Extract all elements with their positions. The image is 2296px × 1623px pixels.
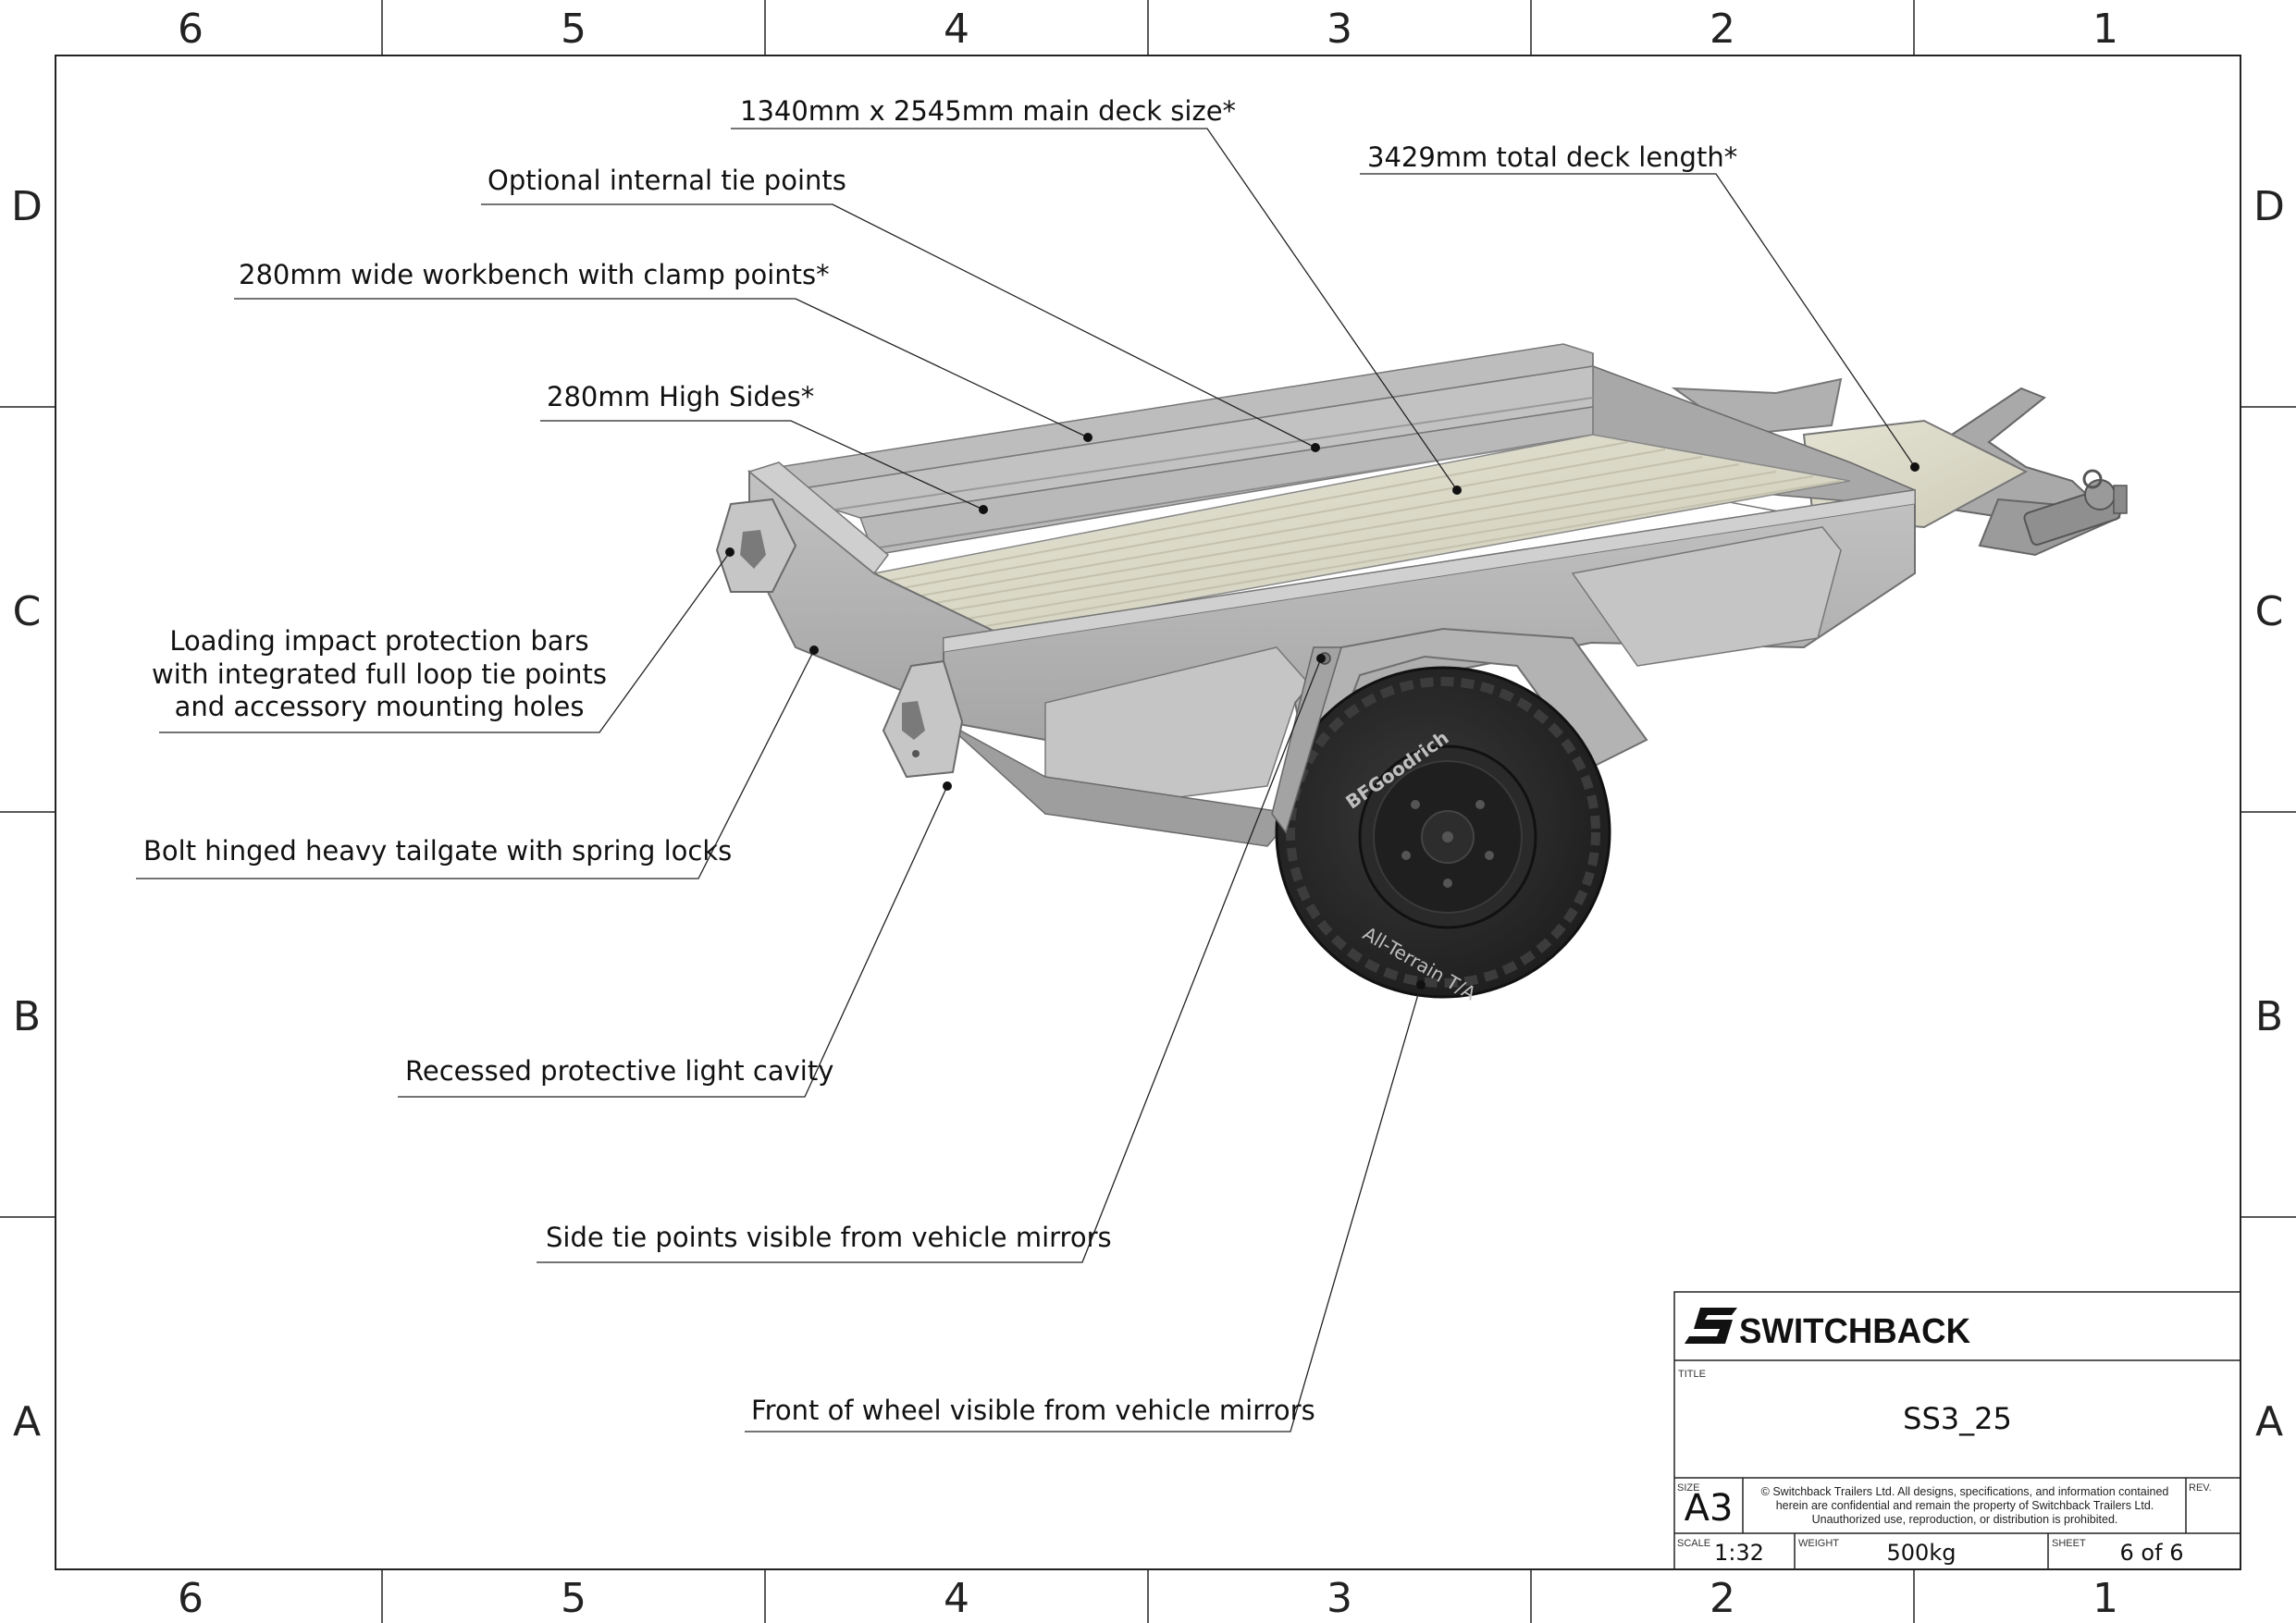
zone-col-3-bottom: 3 (1327, 1575, 1352, 1622)
callout-workbench: 280mm wide workbench with clamp points* (239, 259, 830, 290)
zone-col-4-bottom: 4 (944, 1575, 969, 1622)
callout-deck-size: 1340mm x 2545mm main deck size* (740, 95, 1236, 127)
callout-tailgate: Bolt hinged heavy tailgate with spring l… (143, 835, 732, 867)
zone-row-c-right: C (2255, 588, 2284, 635)
zone-row-d-right: D (2253, 183, 2285, 230)
zone-row-d: D (11, 183, 43, 230)
callout-impact-line-3: and accessory mounting holes (175, 691, 585, 722)
callout-side-tie: Side tie points visible from vehicle mir… (546, 1222, 1112, 1253)
callout-impact-bars: Loading impact protection bars with inte… (152, 625, 607, 722)
drawing-title: SS3_25 (1903, 1401, 2012, 1436)
callout-high-sides: 280mm High Sides* (547, 381, 814, 412)
zone-labels-top: 6 5 4 3 2 1 (178, 6, 2118, 53)
callout-leaders (136, 128, 1916, 1432)
callout-internal-tie: Optional internal tie points (488, 165, 846, 196)
zone-labels-right: D C B A (2253, 183, 2285, 1445)
hitch-coupling (2023, 469, 2128, 547)
zone-row-b: B (13, 993, 41, 1040)
copyright-notice: © Switchback Trailers Ltd. All designs, … (1761, 1485, 2169, 1526)
zone-row-b-right: B (2255, 993, 2283, 1040)
leader-dots (725, 433, 1920, 990)
deck-boards (887, 441, 1842, 628)
size-label: SIZE (1677, 1482, 1699, 1494)
copyright-line-2: herein are confidential and remain the p… (1776, 1499, 2154, 1512)
wheel: BFGoodrich All-Terrain T/A (1275, 666, 1611, 1005)
near-wall-top-edge (943, 489, 1916, 653)
copyright-line-3: Unauthorized use, reproduction, or distr… (1812, 1513, 2118, 1526)
scale-value: 1:32 (1714, 1540, 1764, 1566)
zone-col-5-bottom: 5 (561, 1575, 586, 1622)
zone-row-a-right: A (2255, 1398, 2283, 1445)
zone-col-1-bottom: 1 (2092, 1575, 2118, 1622)
trailer-illustration: BFGoodrich All-Terrain T/A (715, 343, 2128, 1005)
zone-col-5: 5 (561, 6, 586, 53)
callout-wheel-front: Front of wheel visible from vehicle mirr… (751, 1395, 1315, 1426)
title-block (1673, 1291, 2241, 1570)
zone-col-2: 2 (1710, 6, 1735, 53)
zone-col-6: 6 (178, 6, 204, 53)
callout-impact-line-1: Loading impact protection bars (169, 625, 588, 657)
zone-col-6-bottom: 6 (178, 1575, 204, 1622)
title-label: TITLE (1678, 1369, 1706, 1380)
impact-bar-far (715, 498, 797, 593)
sheet-label: SHEET (2052, 1538, 2086, 1549)
switchback-logo: SWITCHBACK (1685, 1308, 1971, 1351)
zone-labels-bottom: 6 5 4 3 2 1 (178, 1575, 2118, 1622)
callout-light-cavity: Recessed protective light cavity (405, 1055, 833, 1087)
callout-total-length: 3429mm total deck length* (1367, 141, 1737, 173)
impact-bar-near (882, 659, 964, 779)
zone-col-4: 4 (944, 6, 969, 53)
weight-label: WEIGHT (1798, 1538, 1839, 1549)
zone-row-c: C (13, 588, 42, 635)
logo-text: SWITCHBACK (1739, 1312, 1971, 1351)
zone-labels-left: D C B A (11, 183, 43, 1445)
sheet-value: 6 of 6 (2120, 1540, 2184, 1566)
zone-row-a: A (13, 1398, 41, 1445)
copyright-line-1: © Switchback Trailers Ltd. All designs, … (1761, 1485, 2169, 1498)
zone-col-3: 3 (1327, 6, 1352, 53)
side-panel-front (1571, 526, 1842, 667)
zone-col-2-bottom: 2 (1710, 1575, 1735, 1622)
tailgate-top (747, 461, 890, 575)
sheet-size: A3 (1685, 1487, 1734, 1530)
callout-impact-line-2: with integrated full loop tie points (152, 658, 607, 690)
suspension-bracket (1271, 646, 1343, 834)
scale-label: SCALE (1677, 1538, 1710, 1549)
weight-value: 500kg (1887, 1540, 1957, 1566)
zone-col-1: 1 (2092, 6, 2118, 53)
rev-label: REV. (2189, 1482, 2212, 1494)
